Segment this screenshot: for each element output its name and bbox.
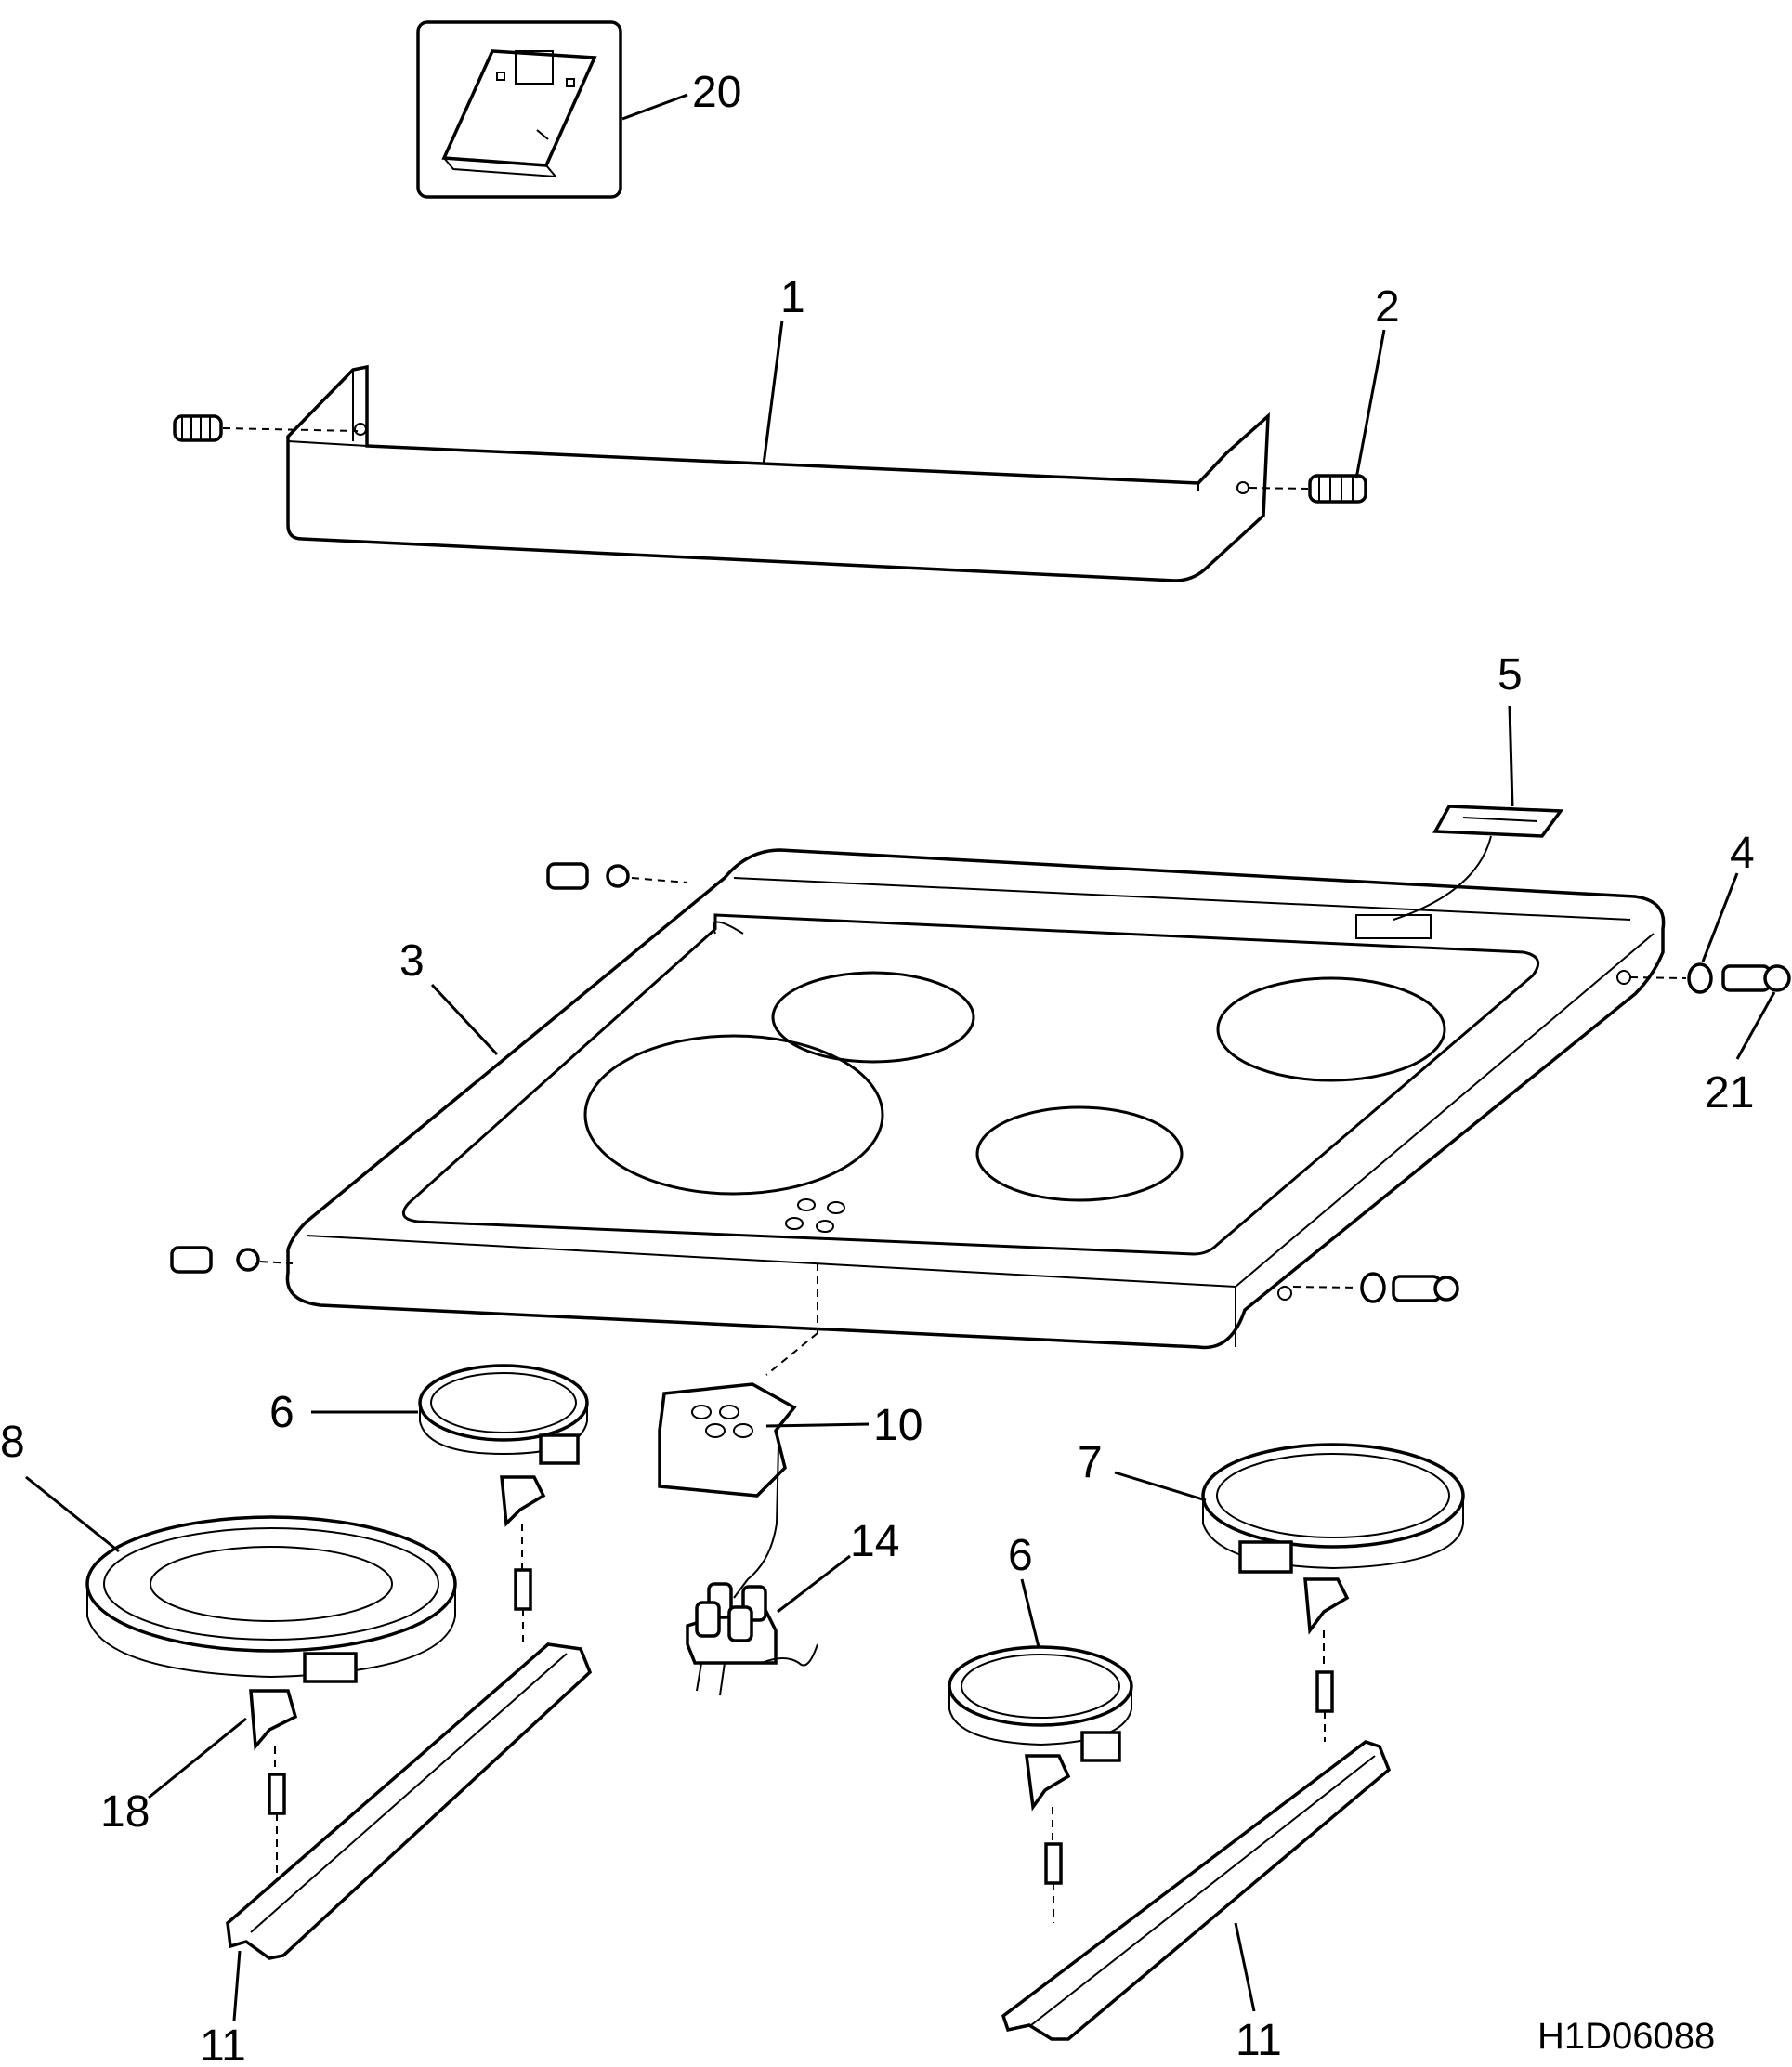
leader-11b [1234, 1922, 1256, 2012]
callout-5: 5 [1498, 650, 1523, 700]
part-3-cooktop [285, 848, 1666, 1350]
screw-right-lower [1044, 1842, 1063, 1885]
part-5-cap [1432, 805, 1564, 838]
leader-18 [148, 1717, 247, 1799]
screw-right-upper [1315, 1670, 1334, 1713]
part-11-rail-right [1001, 1740, 1392, 2041]
part-11-rail-left [226, 1642, 593, 1960]
callout-18: 18 [100, 1787, 150, 1837]
part-20-clip-inset [416, 20, 622, 199]
leader-14 [777, 1554, 851, 1614]
callout-11-right: 11 [1236, 2016, 1282, 2065]
part-8-element-large [85, 1515, 457, 1683]
leader-5 [1508, 705, 1514, 807]
leader-2 [1354, 329, 1386, 479]
screw-cooktop-top-left [546, 862, 630, 890]
leader-20 [621, 93, 688, 121]
part-7-element-right [1201, 1443, 1465, 1574]
clip-right-lower [1025, 1754, 1071, 1812]
leader-4 [1701, 872, 1739, 962]
callout-14: 14 [850, 1517, 899, 1566]
callout-21: 21 [1705, 1068, 1754, 1118]
screw-cooktop-bottom-left [170, 1246, 260, 1274]
part-2-screw [1308, 474, 1367, 504]
leader-6b [1020, 1578, 1040, 1648]
callout-6-right: 6 [1008, 1531, 1033, 1580]
leader-3 [430, 983, 499, 1056]
leader-7 [1114, 1471, 1207, 1502]
part-14-terminal-block [686, 1582, 818, 1696]
callout-11-left: 11 [200, 2021, 246, 2067]
callout-4: 4 [1730, 829, 1755, 878]
clip-left-upper [500, 1475, 546, 1527]
leader-10 [765, 1422, 870, 1428]
callout-6-left: 6 [269, 1388, 294, 1437]
callout-10: 10 [873, 1401, 922, 1450]
part-10-bracket [658, 1382, 797, 1498]
clip-right-upper [1303, 1577, 1350, 1635]
callout-20: 20 [692, 68, 741, 117]
part-18-clip [249, 1689, 298, 1751]
screw-left-upper [514, 1568, 532, 1611]
callout-7: 7 [1078, 1438, 1103, 1487]
part-6-element-right [948, 1645, 1133, 1762]
screw-left-lower [268, 1773, 286, 1815]
callout-8: 8 [0, 1418, 25, 1467]
leader-11a [232, 1950, 242, 2021]
part-4-washer [1687, 962, 1713, 994]
leader-1 [762, 320, 784, 465]
part-6-element-left [418, 1364, 589, 1465]
leader-21 [1735, 991, 1776, 1060]
callout-2: 2 [1375, 282, 1400, 332]
screw-cooktop-right-lower [1360, 1272, 1459, 1303]
leader-8 [25, 1475, 120, 1553]
callout-3: 3 [399, 936, 425, 986]
screw-left-1 [173, 414, 223, 442]
part-1-trim-bracket [286, 364, 1270, 582]
callout-1: 1 [780, 273, 805, 322]
diagram-code: H1D06088 [1537, 2016, 1715, 2057]
part-21-screw [1721, 964, 1791, 992]
